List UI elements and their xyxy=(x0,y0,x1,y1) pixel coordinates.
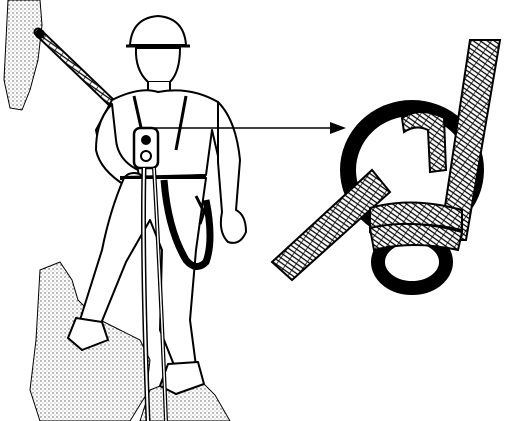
rock-wall-top xyxy=(4,0,42,110)
descender-device xyxy=(134,128,158,168)
arrow-right-icon xyxy=(330,122,346,134)
helmet-icon xyxy=(130,16,186,45)
knot-detail xyxy=(272,40,500,288)
